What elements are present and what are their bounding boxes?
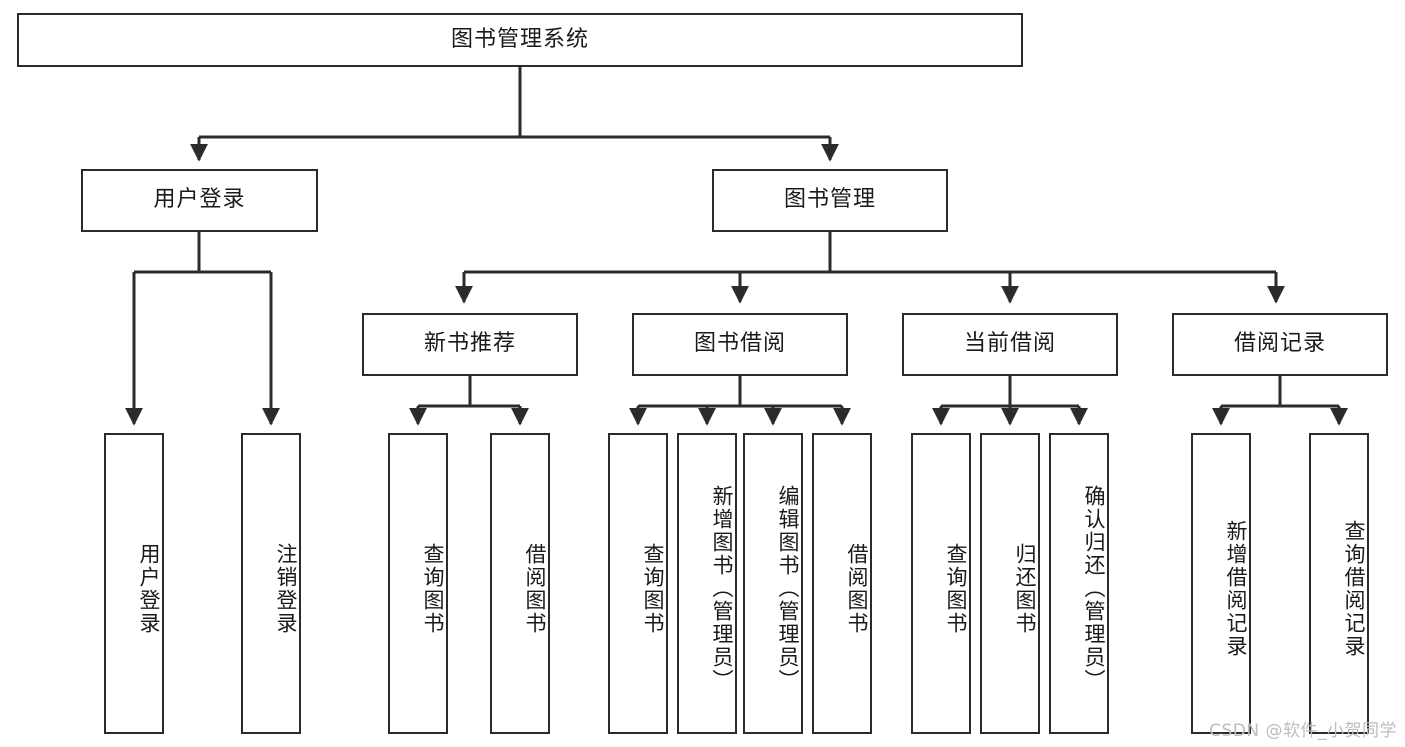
node-new-book-recommend-label: 新书推荐: [423, 331, 516, 357]
leaf-return-book-label: 归还图书: [1013, 542, 1037, 635]
leaf-return-book[interactable]: 归还图书: [980, 433, 1040, 734]
leaf-query-borrow-record[interactable]: 查询借阅记录: [1309, 433, 1369, 734]
node-user-login[interactable]: 用户登录: [81, 169, 318, 232]
node-book-management[interactable]: 图书管理: [712, 169, 948, 232]
leaf-query-book-3-label: 查询图书: [944, 542, 968, 635]
node-borrow-record-label: 借阅记录: [1233, 331, 1326, 357]
node-current-borrow[interactable]: 当前借阅: [902, 313, 1118, 376]
node-borrow-record[interactable]: 借阅记录: [1172, 313, 1388, 376]
leaf-user-login-label: 用户登录: [137, 542, 161, 635]
leaf-edit-book-admin[interactable]: 编辑图书（管理员）: [743, 433, 803, 734]
leaf-add-borrow-record-label: 新增借阅记录: [1224, 519, 1248, 658]
leaf-confirm-return-admin[interactable]: 确认归还（管理员）: [1049, 433, 1109, 734]
leaf-query-book-1[interactable]: 查询图书: [388, 433, 448, 734]
leaf-borrow-book-2[interactable]: 借阅图书: [812, 433, 872, 734]
watermark: CSDN @软件_小贺同学: [1209, 721, 1397, 741]
node-book-management-label: 图书管理: [783, 187, 876, 213]
leaf-add-book-admin-label: 新增图书（管理员）: [710, 485, 734, 692]
leaf-query-book-2-label: 查询图书: [641, 542, 665, 635]
node-current-borrow-label: 当前借阅: [963, 331, 1056, 357]
node-root-label: 图书管理系统: [450, 26, 589, 52]
leaf-query-borrow-record-label: 查询借阅记录: [1342, 519, 1366, 658]
node-user-login-label: 用户登录: [153, 187, 246, 213]
leaf-confirm-return-admin-label: 确认归还（管理员）: [1082, 485, 1106, 692]
leaf-user-login[interactable]: 用户登录: [104, 433, 164, 734]
leaf-borrow-book-1[interactable]: 借阅图书: [490, 433, 550, 734]
leaf-borrow-book-2-label: 借阅图书: [845, 542, 869, 635]
leaf-edit-book-admin-label: 编辑图书（管理员）: [776, 485, 800, 692]
node-book-borrow-label: 图书借阅: [693, 331, 786, 357]
node-new-book-recommend[interactable]: 新书推荐: [362, 313, 578, 376]
node-book-borrow[interactable]: 图书借阅: [632, 313, 848, 376]
node-root[interactable]: 图书管理系统: [17, 13, 1023, 67]
leaf-query-book-2[interactable]: 查询图书: [608, 433, 668, 734]
leaf-logout-label: 注销登录: [274, 542, 298, 635]
leaf-logout[interactable]: 注销登录: [241, 433, 301, 734]
leaf-add-book-admin[interactable]: 新增图书（管理员）: [677, 433, 737, 734]
leaf-query-book-1-label: 查询图书: [421, 542, 445, 635]
leaf-add-borrow-record[interactable]: 新增借阅记录: [1191, 433, 1251, 734]
leaf-borrow-book-1-label: 借阅图书: [523, 542, 547, 635]
leaf-query-book-3[interactable]: 查询图书: [911, 433, 971, 734]
